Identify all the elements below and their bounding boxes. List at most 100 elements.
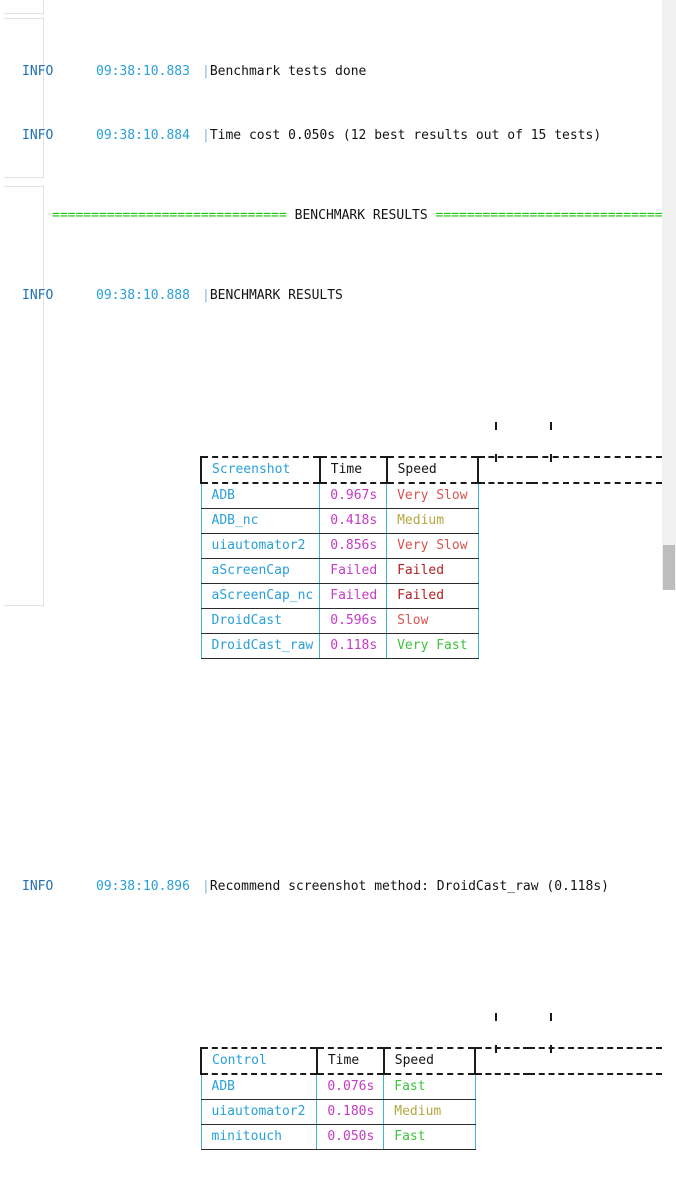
log-message: Time cost 0.050s (12 best results out of… bbox=[209, 128, 602, 143]
cell-speed: Failed bbox=[386, 583, 479, 609]
header-rule-tick bbox=[550, 422, 552, 430]
cell-method-name: aScreenCap_nc bbox=[200, 583, 320, 609]
cell-blank-1 bbox=[475, 1100, 529, 1125]
cell-blank-1 bbox=[478, 609, 531, 634]
cell-method-name: DroidCast bbox=[200, 608, 320, 634]
cell-speed: Fast bbox=[383, 1124, 476, 1150]
cell-time: 0.856s bbox=[319, 533, 387, 559]
vertical-scrollbar-track[interactable] bbox=[662, 0, 676, 590]
cell-blank-2 bbox=[532, 634, 662, 659]
table-row[interactable]: uiautomator2 0.180s Medium bbox=[200, 1099, 662, 1125]
log-pipe-separator: | bbox=[202, 879, 210, 894]
table-row[interactable]: uiautomator2 0.856s Very Slow bbox=[200, 533, 662, 559]
gutter-panel-box-bottom bbox=[4, 186, 44, 606]
cell-blank-2 bbox=[532, 483, 662, 509]
cell-time: 0.596s bbox=[319, 608, 387, 634]
log-level: INFO bbox=[22, 64, 54, 79]
control-results-table: Control Time Speed ADB 0.076s Fast uiaut… bbox=[200, 1047, 662, 1150]
left-gutter-panel bbox=[0, 0, 44, 606]
cell-blank-1 bbox=[478, 483, 531, 509]
cell-time: 0.418s bbox=[319, 508, 387, 534]
header-rule-tick bbox=[550, 1045, 552, 1053]
control-table-header-blank-1 bbox=[474, 1047, 530, 1075]
log-level: INFO bbox=[22, 288, 54, 303]
cell-speed: Slow bbox=[386, 608, 479, 634]
screenshot-table-header-speed: Speed bbox=[385, 456, 479, 484]
cell-method-name: aScreenCap bbox=[200, 558, 320, 584]
cell-blank-2 bbox=[529, 1100, 662, 1125]
log-pipe-separator: | bbox=[202, 64, 210, 79]
gutter-panel-box-middle bbox=[4, 18, 44, 178]
screenshot-table-head: Screenshot Time Speed bbox=[200, 456, 662, 484]
screenshot-table-header-time: Time bbox=[318, 456, 387, 484]
cell-blank-1 bbox=[478, 534, 531, 559]
cell-time: 0.050s bbox=[316, 1124, 384, 1150]
spacer bbox=[22, 943, 662, 951]
header-rule-tick bbox=[550, 1013, 552, 1021]
table-row[interactable]: ADB 0.967s Very Slow bbox=[200, 483, 662, 509]
table-row[interactable]: DroidCast_raw 0.118s Very Fast bbox=[200, 633, 662, 659]
control-table-header-blank-2 bbox=[529, 1047, 662, 1075]
header-rule-tick bbox=[495, 1045, 497, 1053]
control-table-header-name: Control bbox=[200, 1047, 317, 1075]
screenshot-table-header-row: Screenshot Time Speed bbox=[200, 456, 662, 484]
table-row[interactable]: ADB 0.076s Fast bbox=[200, 1074, 662, 1100]
log-timestamp: 09:38:10.888 bbox=[96, 288, 190, 303]
log-line: INFO 09:38:10.883 |Benchmark tests done bbox=[22, 64, 662, 80]
cell-blank-1 bbox=[478, 509, 531, 534]
cell-blank-2 bbox=[532, 559, 662, 584]
cell-blank-1 bbox=[475, 1125, 529, 1150]
table-row[interactable]: aScreenCap_nc Failed Failed bbox=[200, 583, 662, 609]
cell-time: 0.967s bbox=[319, 483, 387, 509]
spacer bbox=[22, 352, 662, 360]
cell-method-name: ADB bbox=[200, 1074, 317, 1100]
cell-speed: Very Slow bbox=[386, 483, 479, 509]
table-row[interactable]: aScreenCap Failed Failed bbox=[200, 558, 662, 584]
table-row[interactable]: minitouch 0.050s Fast bbox=[200, 1124, 662, 1150]
log-message: BENCHMARK RESULTS bbox=[209, 288, 343, 303]
header-rule-tick bbox=[495, 1013, 497, 1021]
log-line: INFO 09:38:10.884 |Time cost 0.050s (12 be… bbox=[22, 128, 662, 144]
spacer bbox=[22, 803, 662, 815]
log-timestamp: 09:38:10.884 bbox=[96, 128, 190, 143]
cell-method-name: DroidCast_raw bbox=[200, 633, 320, 659]
header-rule-tick bbox=[495, 454, 497, 462]
control-table-header-row: Control Time Speed bbox=[200, 1047, 662, 1075]
cell-speed: Fast bbox=[383, 1074, 476, 1100]
control-results-table-wrapper: Control Time Speed ADB 0.076s Fast uiaut… bbox=[200, 1013, 662, 1180]
table-row[interactable]: DroidCast 0.596s Slow bbox=[200, 608, 662, 634]
cell-blank-1 bbox=[478, 634, 531, 659]
rule-dashes-right: ============================== bbox=[435, 208, 662, 223]
log-level: INFO bbox=[22, 879, 54, 894]
log-pipe-separator: | bbox=[202, 128, 210, 143]
cell-time: Failed bbox=[319, 583, 387, 609]
table-row[interactable]: ADB_nc 0.418s Medium bbox=[200, 508, 662, 534]
section-rule-benchmark-results: ============================== BENCHMARK… bbox=[22, 208, 662, 224]
log-message: Benchmark tests done bbox=[209, 64, 367, 79]
cell-blank-2 bbox=[532, 534, 662, 559]
rule-title: BENCHMARK RESULTS bbox=[286, 208, 436, 223]
cell-blank-2 bbox=[529, 1125, 662, 1150]
cell-method-name: uiautomator2 bbox=[200, 533, 320, 559]
header-rule-tick bbox=[495, 422, 497, 430]
cell-time: Failed bbox=[319, 558, 387, 584]
cell-speed: Failed bbox=[386, 558, 479, 584]
log-timestamp: 09:38:10.896 bbox=[96, 879, 190, 894]
cell-blank-2 bbox=[529, 1074, 662, 1100]
cell-time: 0.076s bbox=[316, 1074, 384, 1100]
vertical-scrollbar-thumb[interactable] bbox=[663, 545, 675, 590]
log-level: INFO bbox=[22, 128, 54, 143]
cell-blank-2 bbox=[532, 509, 662, 534]
cell-speed: Medium bbox=[386, 508, 479, 534]
screenshot-table-header-name: Screenshot bbox=[200, 456, 320, 484]
control-table-head: Control Time Speed bbox=[200, 1047, 662, 1075]
screenshot-results-table: Screenshot Time Speed ADB 0.967s Very Sl… bbox=[200, 456, 662, 659]
log-timestamp: 09:38:10.883 bbox=[96, 64, 190, 79]
screenshot-table-body: ADB 0.967s Very Slow ADB_nc 0.418s Mediu… bbox=[200, 483, 662, 659]
cell-blank-1 bbox=[475, 1074, 529, 1100]
control-table-header-speed: Speed bbox=[382, 1047, 476, 1075]
control-table-header-time: Time bbox=[315, 1047, 384, 1075]
gutter-panel-box-top bbox=[4, 0, 44, 14]
